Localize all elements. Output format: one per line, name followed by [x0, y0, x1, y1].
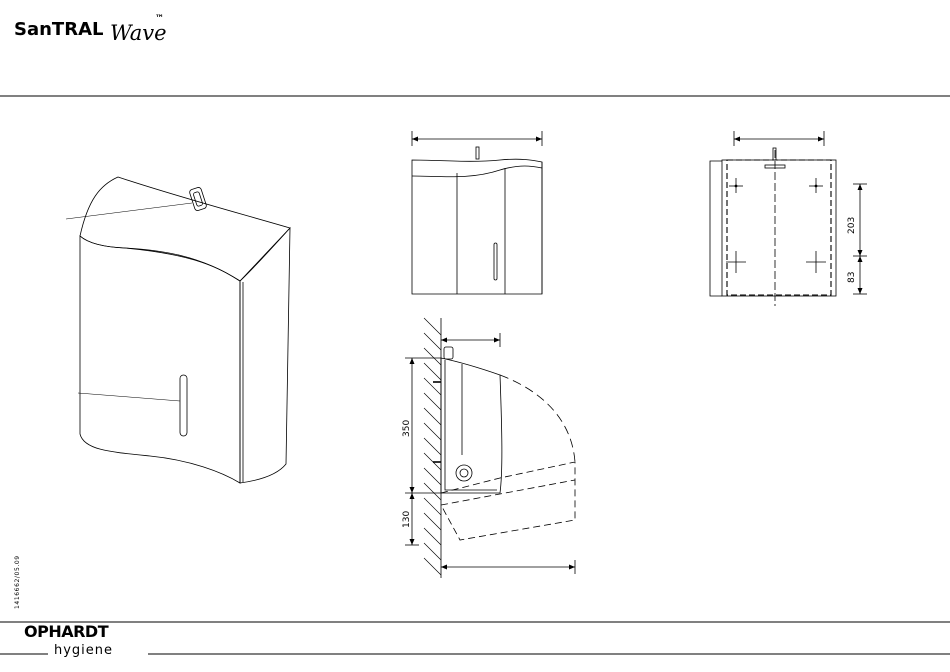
document-code: 1416662/05.09 [14, 555, 21, 609]
door-swing-arc [500, 375, 575, 462]
lock-icon-inner [193, 191, 203, 206]
rear-view-lock-icon [773, 148, 776, 160]
rear-view-side-shell [710, 161, 722, 296]
leader-line-lock [66, 203, 192, 219]
side-view [405, 318, 575, 578]
logo-tagline: hygiene [54, 643, 113, 658]
rear-view [710, 131, 867, 306]
rear-view-mount-plate [727, 160, 831, 295]
brand-name: SanTRAL [14, 19, 103, 40]
front-view [412, 131, 542, 294]
ophardt-logo: OPHARDT hygiene [24, 622, 113, 658]
leader-line-window [78, 393, 180, 401]
dim-label-203: 203 [847, 217, 857, 234]
rear-view-outline [722, 160, 836, 296]
side-view-roll-hub [456, 465, 472, 481]
screw-hole-marks [726, 178, 826, 273]
dim-label-350: 350 [402, 420, 412, 437]
dim-label-130: 130 [402, 511, 412, 528]
dispenser-front-face [80, 236, 240, 483]
front-view-lock-icon [476, 147, 479, 159]
front-view-outline [412, 159, 542, 294]
brand-wave-script: Wave [110, 21, 167, 45]
fill-level-window [180, 375, 187, 436]
isometric-dispenser-view [66, 177, 290, 483]
dispenser-top-face [80, 177, 290, 281]
wall-hatching [424, 318, 441, 575]
logo-wordmark: OPHARDT [24, 622, 109, 641]
dispenser-side-face [240, 228, 290, 483]
open-door-outline [441, 462, 575, 540]
lock-icon [189, 187, 207, 212]
product-title: SanTRAL Wave ™ [14, 14, 167, 45]
front-view-top-wave [412, 166, 542, 177]
side-view-lock-icon [444, 347, 453, 359]
front-view-window [494, 243, 497, 280]
side-profile-body [441, 358, 502, 493]
trademark-symbol: ™ [155, 14, 164, 24]
dim-label-83: 83 [847, 272, 857, 283]
